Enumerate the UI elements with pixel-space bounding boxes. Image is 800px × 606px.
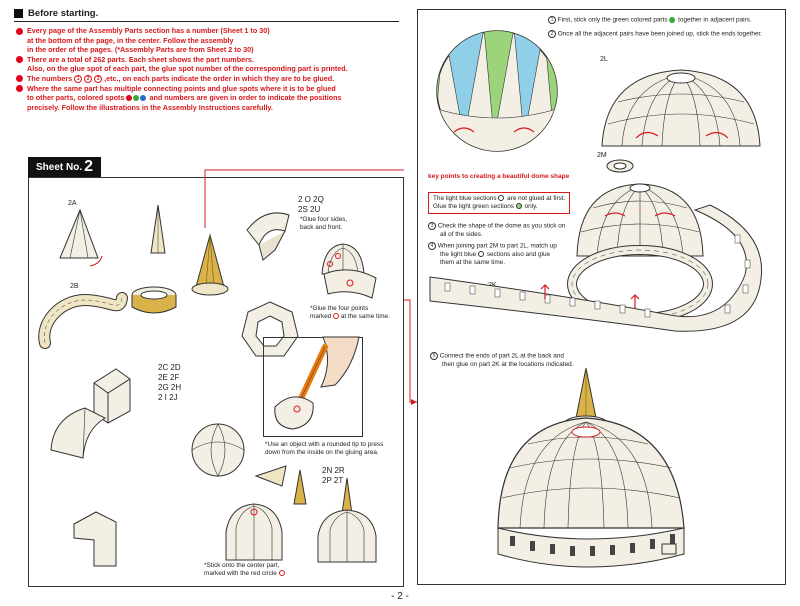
glue-points-note: *Glue the four points marked at the same…: [310, 305, 390, 320]
step-3-circle-icon: 3: [94, 75, 103, 84]
dome-assembly-panel: [417, 9, 786, 585]
gold-spire-illustration: [191, 233, 229, 296]
curved-strip-illustration: [323, 269, 377, 299]
before-starting-heading: Before starting.: [14, 8, 98, 19]
spike-illustration: [150, 204, 166, 254]
wall-strip-2k-illustration: [429, 204, 763, 332]
light-green-section-icon: [515, 203, 522, 210]
step-5-note: 5 Connect the ends of part 2L at the bac…: [430, 352, 573, 369]
part-codes-low: 2N 2R 2P 2T: [322, 466, 345, 485]
note-order: The numbers 1 2 3 ,etc., on each parts i…: [14, 74, 414, 84]
sheet-number-badge: Sheet No.2: [28, 157, 102, 177]
dome-center-illustration: [225, 503, 283, 561]
step-1-note: 1 First, stick only the green colored pa…: [548, 16, 752, 25]
step-1-circle-icon: 1: [74, 75, 83, 84]
step-4-note: 4 When joining part 2M to part 2L, match…: [428, 242, 557, 267]
step-2-circle-icon: 2: [84, 75, 93, 84]
sphere-cap-illustration: [191, 423, 245, 477]
instruction-notes: Every page of the Assembly Parts section…: [14, 26, 414, 112]
note-spots: Where the same part has multiple connect…: [14, 84, 414, 113]
arch-block-illustration: [246, 212, 290, 261]
completed-dome-illustration: [497, 367, 685, 568]
glue-sides-note: *Glue four sides, back and front.: [300, 216, 348, 231]
red-spot-icon: [126, 95, 133, 102]
angled-column-illustration: [73, 511, 117, 567]
column-block-illustration: [93, 368, 131, 424]
part-codes-top: 2 O 2Q 2S 2U: [298, 195, 324, 214]
heading-rule: [14, 21, 399, 22]
note-sheets: Every page of the Assembly Parts section…: [14, 26, 414, 55]
hand-press-illustration: [274, 336, 360, 430]
petal-zoom-illustration: [436, 30, 558, 152]
small-dome-illustration: [321, 243, 365, 275]
spiral-2b-illustration: [38, 292, 128, 349]
page-number: - 2 -: [391, 591, 409, 602]
step-2-note: 2 Once all the adjacent pairs have been …: [548, 30, 762, 39]
key-points-title: key points to creating a beautiful dome …: [428, 173, 570, 180]
green-spot-icon: [133, 95, 140, 102]
part-label-2l: 2L: [600, 56, 608, 63]
light-blue-section-icon: [498, 195, 505, 202]
blue-spot-icon: [140, 95, 147, 102]
stick-center-note: *Stick onto the center part, marked with…: [204, 562, 285, 578]
red-circle-icon: [278, 570, 285, 577]
part-label-2a: 2A: [68, 200, 77, 207]
half-dome-2l-illustration: [601, 69, 761, 147]
small-spike-illustration: [293, 469, 307, 505]
key-points-box: The light blue sections are not glued at…: [428, 192, 571, 214]
part-label-2b: 2B: [70, 283, 79, 290]
red-circle-icon: [333, 313, 340, 320]
note-parts: There are a total of 262 parts. Each she…: [14, 55, 414, 74]
light-blue-section-icon: [478, 251, 485, 257]
press-inset-frame: [263, 337, 363, 437]
use-object-note: *Use an object with a rounded tip to pre…: [265, 441, 384, 456]
octagon-shell-illustration: [241, 301, 299, 357]
curved-column-illustration: [50, 407, 107, 459]
step-3-note: 3 Check the shape of the dome as you sti…: [428, 222, 565, 239]
square-bullet-icon: [14, 9, 23, 18]
small-cone-flat-illustration: [254, 465, 287, 487]
part-codes-mid: 2C 2D 2E 2F 2G 2H 2 I 2J: [158, 363, 182, 402]
dome-on-ring-illustration: [567, 183, 713, 323]
cone-2a-illustration: [59, 208, 103, 267]
ring-base-illustration: [131, 286, 177, 314]
dome-spire-illustration: [317, 477, 377, 563]
part-label-2m: 2M: [597, 152, 607, 159]
top-ring-2m-illustration: [606, 159, 634, 173]
green-spot-icon: [669, 17, 676, 23]
